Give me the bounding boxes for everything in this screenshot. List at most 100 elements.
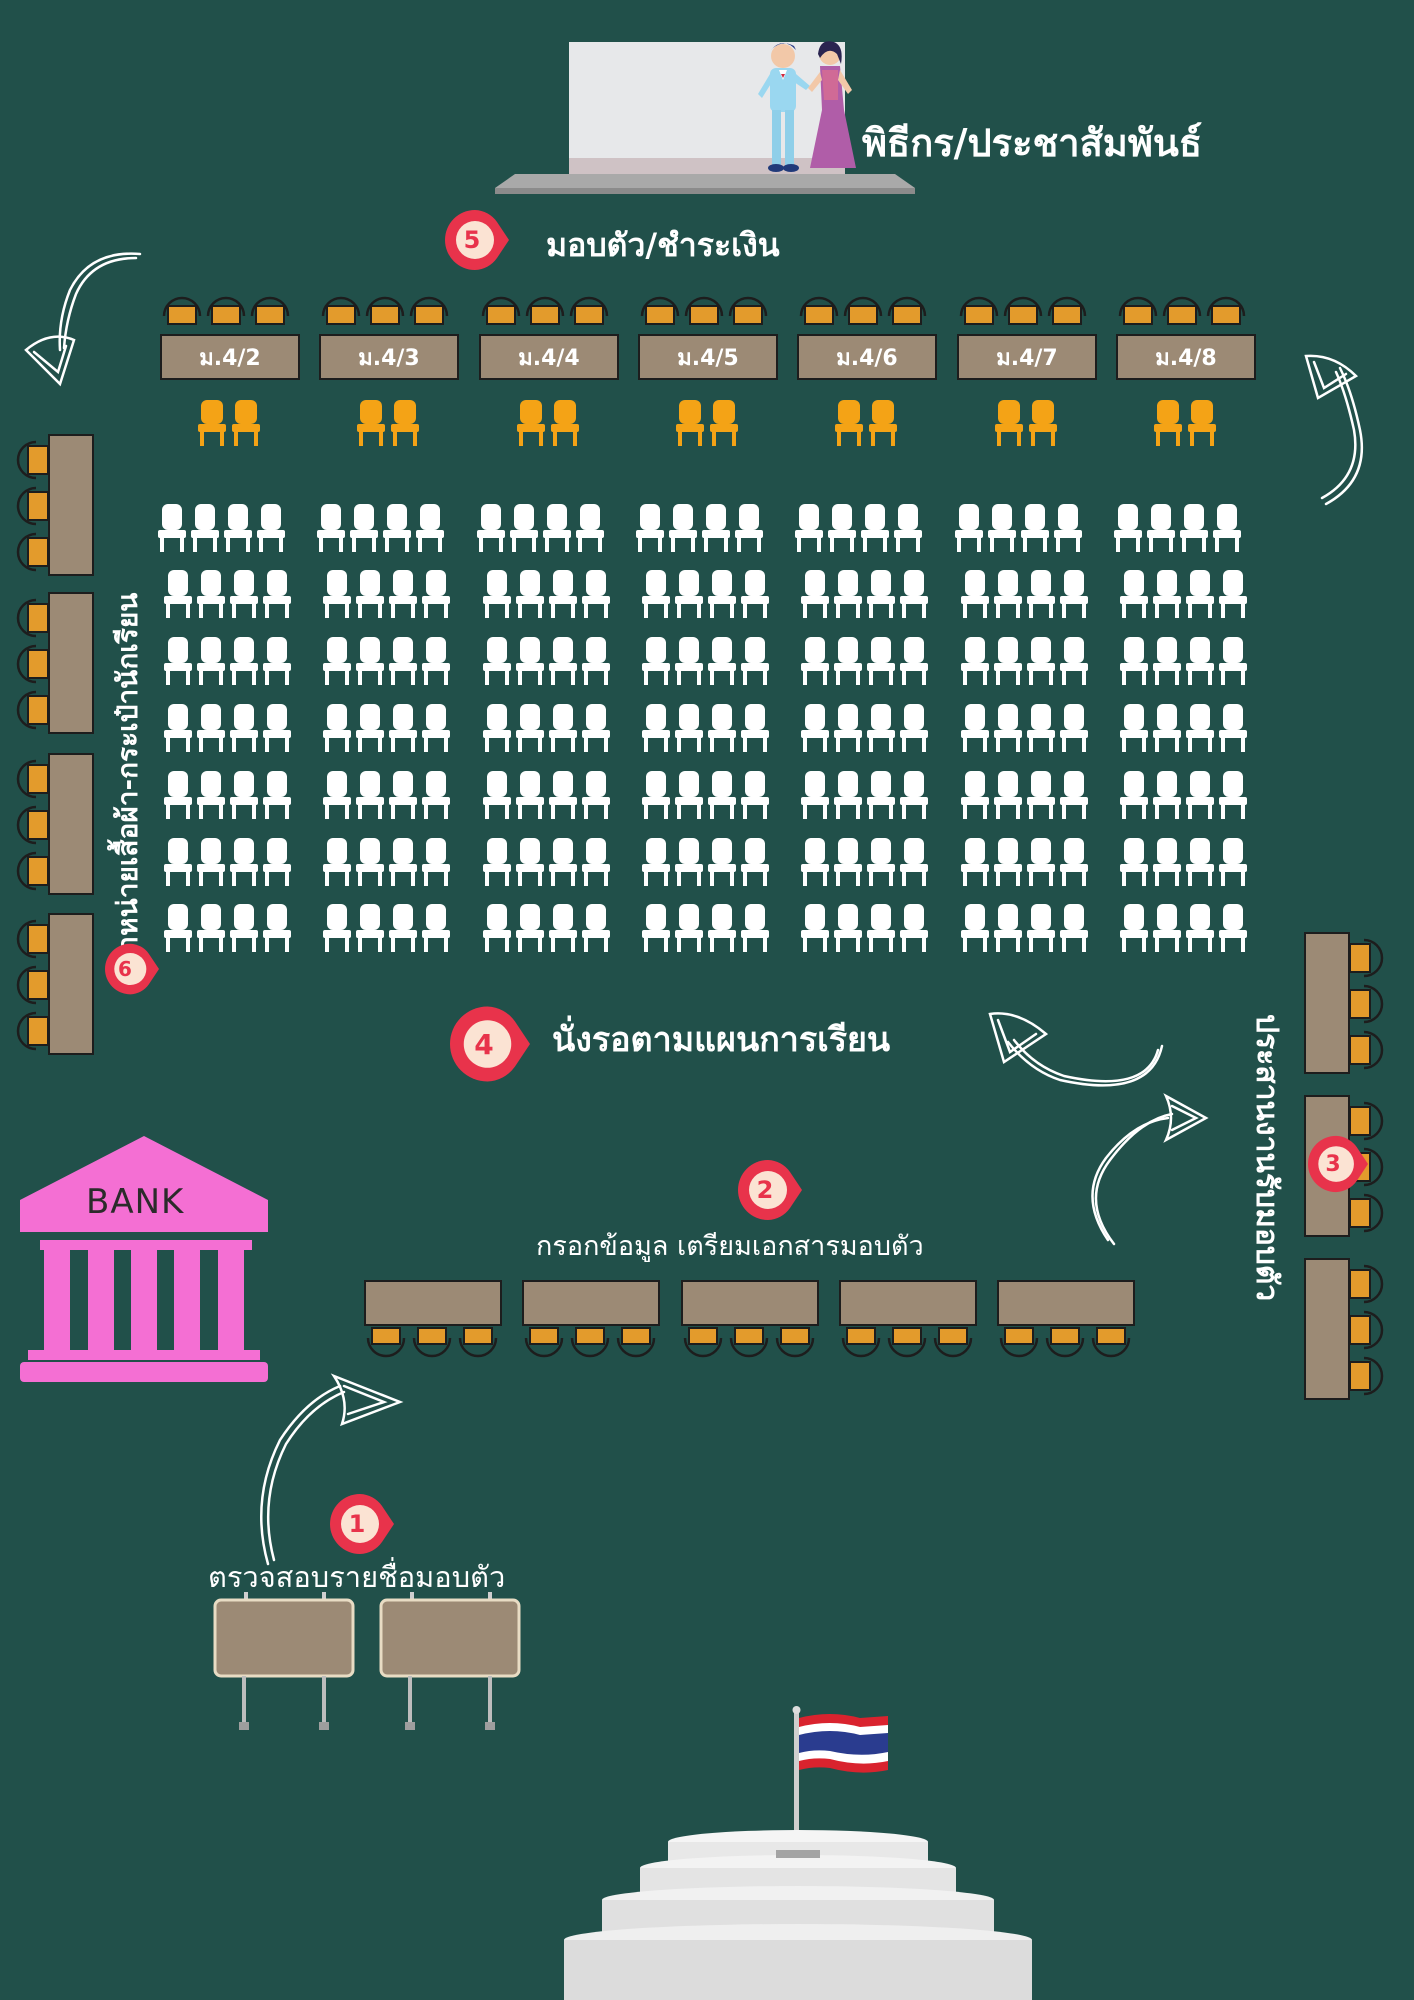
chair-icon xyxy=(834,704,862,752)
pin-3: 3 xyxy=(1306,1134,1370,1194)
chair-icon xyxy=(684,296,724,325)
chair-icon xyxy=(1118,296,1158,325)
info-table xyxy=(681,1280,819,1326)
chair-icon xyxy=(900,570,928,618)
chair-icon xyxy=(835,400,863,446)
booth-chairs xyxy=(16,759,49,891)
chair-icon xyxy=(994,704,1022,752)
chair-icon xyxy=(1186,570,1214,618)
info-table-chairs xyxy=(524,1327,656,1358)
chair-icon xyxy=(356,704,384,752)
chair-icon xyxy=(323,704,351,752)
chair-icon xyxy=(1219,771,1247,819)
chair-icon xyxy=(517,400,545,446)
chair-icon xyxy=(834,904,862,952)
arrow-icon xyxy=(266,1390,346,1562)
class-table-label: ม.4/6 xyxy=(836,345,898,371)
chair-icon xyxy=(801,637,829,685)
chair-icon xyxy=(669,504,697,552)
chair-icon xyxy=(197,637,225,685)
arrow-icon xyxy=(62,256,138,350)
chair-icon xyxy=(702,504,730,552)
chair-icon xyxy=(959,296,999,325)
chair-icon xyxy=(834,771,862,819)
chair-icon xyxy=(867,838,895,886)
chair-icon xyxy=(708,637,736,685)
thai-flag-icon xyxy=(792,1706,888,1860)
chair-icon xyxy=(995,400,1023,446)
chair-icon xyxy=(516,838,544,886)
chair-icon xyxy=(549,704,577,752)
chair-icon xyxy=(516,637,544,685)
chair-icon xyxy=(582,838,610,886)
chair-icon xyxy=(867,704,895,752)
chair-icon xyxy=(900,838,928,886)
pin-4-number: 4 xyxy=(474,1027,494,1061)
chair-icon xyxy=(582,704,610,752)
chair-icon xyxy=(801,838,829,886)
mc-couple-icon xyxy=(758,41,856,172)
mc-pr-label: พิธีกร/ประชาสัมพันธ์ xyxy=(862,121,1203,165)
chair-icon xyxy=(887,296,927,325)
booth-table xyxy=(48,753,94,895)
chair-icon xyxy=(230,771,258,819)
chair-icon xyxy=(422,570,450,618)
location-pin-icon xyxy=(105,943,159,995)
chair-icon xyxy=(710,400,738,446)
chair-icon xyxy=(867,904,895,952)
chair-icon xyxy=(1027,570,1055,618)
chair-icon xyxy=(961,704,989,752)
pin-4: 4 xyxy=(450,1004,530,1084)
chair-icon xyxy=(510,504,538,552)
chair-icon xyxy=(1120,570,1148,618)
chair-icon xyxy=(1060,838,1088,886)
chair-icon xyxy=(525,296,565,325)
chair-icon xyxy=(164,704,192,752)
chair-icon xyxy=(197,838,225,886)
chair-icon xyxy=(422,704,450,752)
chair-icon xyxy=(549,904,577,952)
chair-icon xyxy=(867,771,895,819)
pin-2-number: 2 xyxy=(756,1176,774,1204)
chair-icon xyxy=(741,704,769,752)
chair-icon xyxy=(642,838,670,886)
chair-icon xyxy=(1154,400,1182,446)
chair-icon xyxy=(356,637,384,685)
chair-icon xyxy=(1120,704,1148,752)
arrow-icon xyxy=(32,344,68,375)
arrow-icon xyxy=(1312,360,1348,390)
booth-table xyxy=(48,434,94,576)
arrow-icon xyxy=(342,1384,388,1416)
chair-icon xyxy=(263,637,291,685)
chair-icon xyxy=(164,637,192,685)
chair-icon xyxy=(1153,637,1181,685)
podium-icon xyxy=(564,1830,1032,2000)
chair-icon xyxy=(642,637,670,685)
chair-icon xyxy=(1060,704,1088,752)
chair-icon xyxy=(1219,637,1247,685)
chair-icon xyxy=(1047,296,1087,325)
info-table xyxy=(364,1280,502,1326)
chair-icon xyxy=(961,637,989,685)
arrow-icon xyxy=(260,1384,342,1566)
arrow-icon xyxy=(1304,354,1359,400)
chair-icon xyxy=(994,904,1022,952)
chair-icon xyxy=(834,570,862,618)
class-table-7: ม.4/8 xyxy=(1116,334,1256,380)
chair-icon xyxy=(675,637,703,685)
chair-icon xyxy=(389,570,417,618)
bank-icon xyxy=(20,1136,268,1382)
chair-icon xyxy=(549,570,577,618)
chair-icon xyxy=(356,570,384,618)
chair-icon xyxy=(1153,570,1181,618)
chair-icon xyxy=(422,637,450,685)
chair-icon xyxy=(675,704,703,752)
chair-icon xyxy=(516,570,544,618)
chair-icon xyxy=(1060,637,1088,685)
chair-icon xyxy=(1186,704,1214,752)
chair-icon xyxy=(799,296,839,325)
chair-icon xyxy=(357,400,385,446)
chair-icon xyxy=(900,637,928,685)
chair-icon xyxy=(323,771,351,819)
chair-icon xyxy=(198,400,226,446)
